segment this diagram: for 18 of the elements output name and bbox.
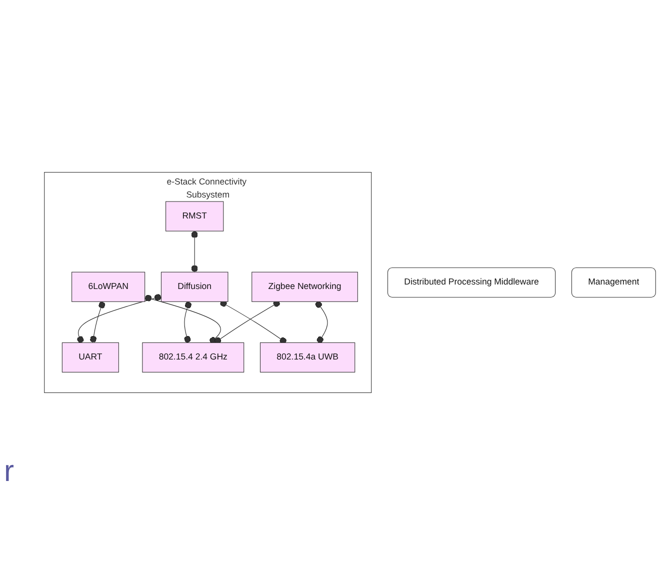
- node-box: 6LoWPAN: [72, 272, 146, 302]
- connector: [214, 300, 280, 344]
- node-box: 802.15.4 2.4 GHz: [142, 342, 244, 372]
- connector: [90, 301, 106, 343]
- connector: [184, 301, 192, 343]
- node-box: Zigbee Networking: [252, 272, 358, 302]
- node-box: RMST: [166, 201, 224, 232]
- connector: [191, 230, 198, 272]
- connector: [220, 300, 286, 344]
- connector: [144, 294, 221, 344]
- node-box: UART: [62, 342, 119, 372]
- node-box: Diffusion: [160, 272, 228, 302]
- connector: [315, 301, 328, 344]
- connector: [77, 294, 162, 343]
- cut-off-text: r: [4, 455, 14, 488]
- node-box: Management: [571, 267, 656, 298]
- node-box: 802.15.4a UWB: [260, 342, 356, 372]
- node-box: Distributed Processing Middleware: [387, 267, 556, 298]
